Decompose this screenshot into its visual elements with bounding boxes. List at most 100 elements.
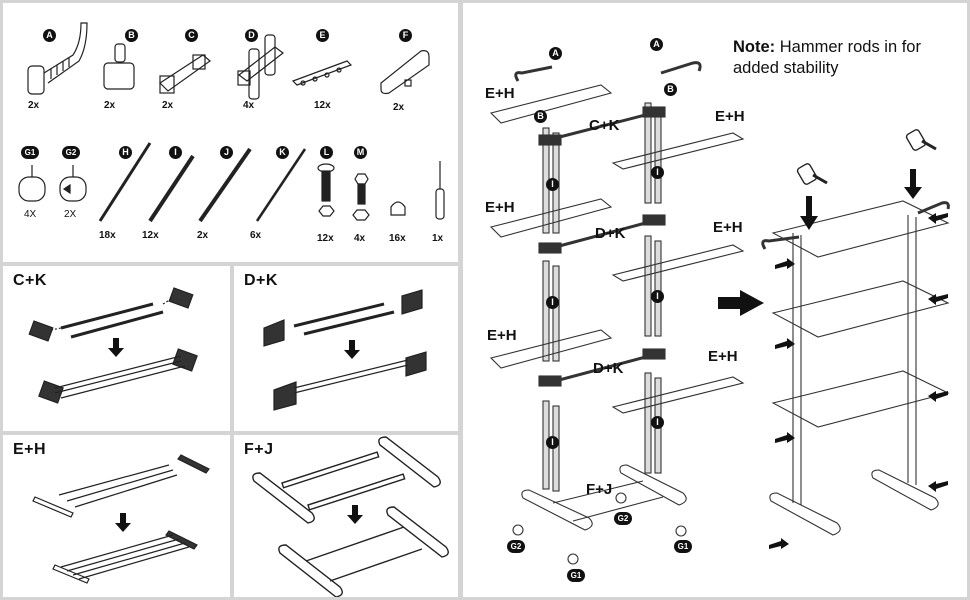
badge-a: A xyxy=(549,47,562,60)
part-cap-nut-icon xyxy=(390,201,406,216)
step-panel-e-h: E+H xyxy=(3,435,230,597)
part-badge-g2: G2 xyxy=(62,146,80,159)
part-qty-f: 2x xyxy=(393,102,405,113)
right-wing-shelves xyxy=(611,132,745,414)
part-qty-h: 18x xyxy=(99,230,116,241)
badge-i: I xyxy=(651,290,664,303)
part-qty-b: 2x xyxy=(104,100,116,111)
step-f-j-diagram xyxy=(252,436,449,597)
badge-g2: G2 xyxy=(507,540,525,553)
down-arrow-icon xyxy=(108,338,124,357)
part-k-rod-icon xyxy=(255,148,307,222)
badge-g2: G2 xyxy=(614,512,632,525)
exploded-assembly-diagram xyxy=(489,61,950,565)
part-badge-e: E xyxy=(316,29,329,42)
parts-illustrations xyxy=(27,22,430,100)
parts-illustrations-row2 xyxy=(18,142,445,223)
label-e-h: E+H xyxy=(713,219,743,236)
down-arrow-icon xyxy=(347,505,363,524)
down-arrow-icon xyxy=(904,169,922,199)
part-badge-f: F xyxy=(399,29,412,42)
step-c-k-diagram xyxy=(28,287,198,404)
part-badge-l: L xyxy=(320,146,333,159)
part-c-connector-icon xyxy=(159,54,211,94)
badge-i: I xyxy=(546,296,559,309)
hammer-icon xyxy=(796,163,828,185)
part-badge-j: J xyxy=(220,146,233,159)
part-qty-screwdriver: 1x xyxy=(432,233,444,244)
part-i-rod-icon xyxy=(148,154,195,223)
part-d-connector-icon xyxy=(237,34,284,100)
part-badge-h: H xyxy=(119,146,132,159)
label-c-k: C+K xyxy=(589,117,620,134)
part-badge-c: C xyxy=(185,29,198,42)
label-e-h: E+H xyxy=(485,85,515,102)
step-title: C+K xyxy=(13,272,47,289)
pointer-arrows xyxy=(769,213,948,549)
part-qty-m: 4x xyxy=(354,233,366,244)
badge-b: B xyxy=(534,110,547,123)
part-g2-locking-caster-icon xyxy=(59,165,87,202)
assembly-panel: Note: Hammer rods in for added stability xyxy=(463,3,967,597)
part-l-bolt-icon xyxy=(317,163,335,217)
note-text: Hammer rods in for added stability xyxy=(733,38,921,77)
badge-g1: G1 xyxy=(674,540,692,553)
badge-i: I xyxy=(546,436,559,449)
parts-list-panel: A B C D E F xyxy=(3,3,458,262)
part-qty-e: 12x xyxy=(314,100,331,111)
step-panel-f-j: F+J xyxy=(234,435,458,597)
part-badge-i: I xyxy=(169,146,182,159)
base-feet xyxy=(512,464,687,565)
hammer-note: Note: Hammer rods in for added stability xyxy=(733,37,967,79)
label-d-k: D+K xyxy=(593,360,624,377)
part-badge-m: M xyxy=(354,146,367,159)
part-b-connector-icon xyxy=(103,43,135,90)
label-e-h: E+H xyxy=(715,108,745,125)
part-qty-k: 6x xyxy=(250,230,262,241)
badge-i: I xyxy=(546,178,559,191)
label-e-h: E+H xyxy=(708,348,738,365)
part-qty-cap-nut: 16x xyxy=(389,233,406,244)
part-f-foot-icon xyxy=(380,50,430,95)
left-wing-shelves xyxy=(489,84,613,369)
part-qty-c: 2x xyxy=(162,100,174,111)
part-m-bolt-icon xyxy=(352,173,370,221)
part-badge-d: D xyxy=(245,29,258,42)
part-qty-g2: 2X xyxy=(64,209,77,220)
part-qty-g1: 4X xyxy=(24,209,37,220)
step-d-k-diagram xyxy=(263,289,427,411)
step-panel-c-k: C+K xyxy=(3,266,230,431)
step-title: F+J xyxy=(244,441,274,458)
down-arrow-icon xyxy=(800,196,818,230)
step-title: E+H xyxy=(13,441,47,458)
step-e-h-diagram xyxy=(32,454,210,584)
badge-i: I xyxy=(651,166,664,179)
label-f-j: F+J xyxy=(586,481,613,498)
part-badge-g1: G1 xyxy=(21,146,39,159)
part-j-rod-icon xyxy=(198,147,252,223)
part-qty-d: 4x xyxy=(243,100,255,111)
badge-a: A xyxy=(650,38,663,51)
part-h-rod-icon xyxy=(98,142,152,222)
part-badge-a: A xyxy=(43,29,56,42)
part-qty-l: 12x xyxy=(317,233,334,244)
part-badge-k: K xyxy=(276,146,289,159)
part-e-bracket-icon xyxy=(291,60,353,86)
badge-i: I xyxy=(651,416,664,429)
badge-b: B xyxy=(664,83,677,96)
part-g1-caster-icon xyxy=(18,165,46,202)
part-qty-a: 2x xyxy=(28,100,40,111)
part-a-hook-icon xyxy=(27,22,88,95)
assembled-rack xyxy=(761,200,950,536)
down-arrow-icon xyxy=(344,340,360,359)
badge-g1: G1 xyxy=(567,569,585,582)
step-title: D+K xyxy=(244,272,278,289)
step-panel-d-k: D+K xyxy=(234,266,458,431)
label-d-k: D+K xyxy=(595,225,626,242)
label-e-h: E+H xyxy=(485,199,515,216)
part-badge-b: B xyxy=(125,29,138,42)
part-qty-i: 12x xyxy=(142,230,159,241)
down-arrow-icon xyxy=(115,513,131,532)
part-qty-j: 2x xyxy=(197,230,209,241)
hammer-icon xyxy=(905,129,937,151)
